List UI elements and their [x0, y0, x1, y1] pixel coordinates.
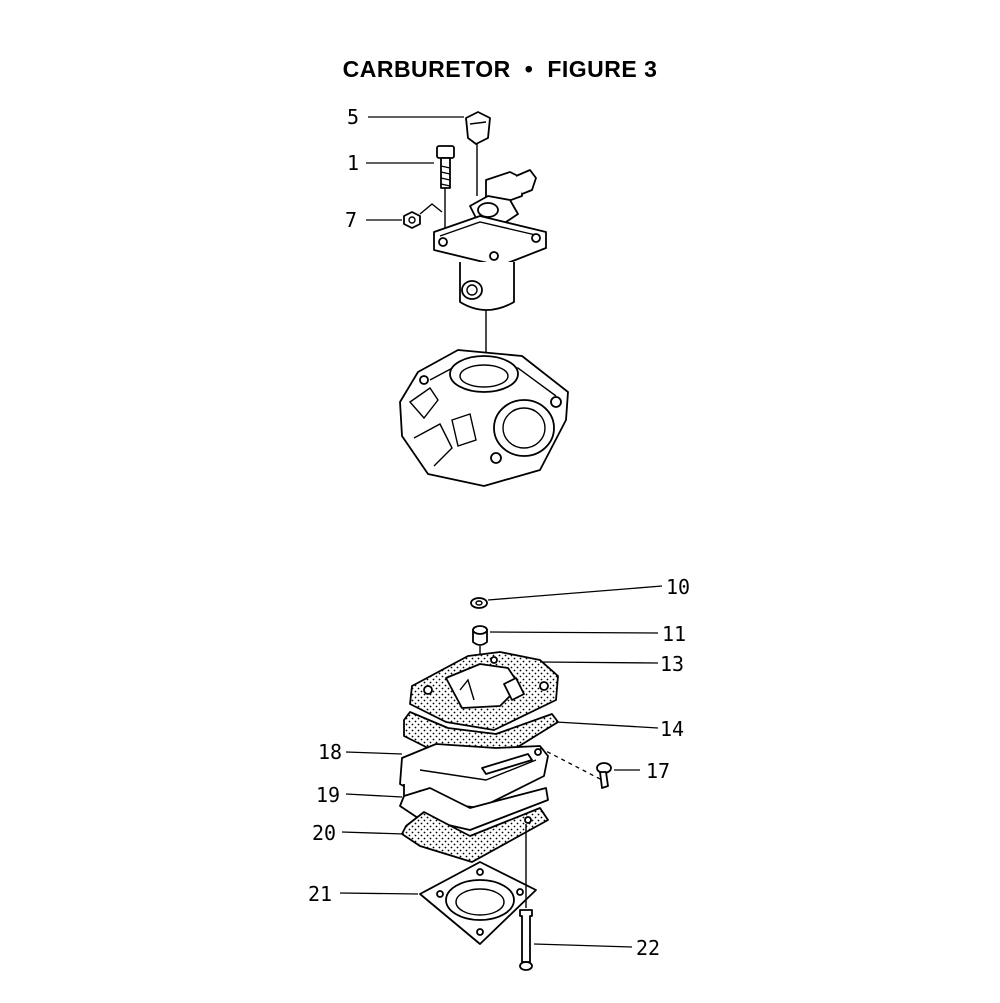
callout-17: 17	[646, 759, 670, 783]
title-right: FIGURE 3	[547, 56, 658, 82]
title-left: CARBURETOR	[342, 56, 511, 82]
leader-lines	[339, 116, 663, 948]
part-5-choke-knob	[465, 111, 491, 196]
part-1-bolt	[436, 145, 455, 228]
callout-7: 7	[345, 208, 357, 232]
callout-18: 18	[318, 740, 342, 764]
part-13-cover-plate	[409, 651, 559, 731]
callout-10: 10	[666, 575, 690, 599]
part-22-screw	[519, 824, 533, 971]
callout-19: 19	[316, 783, 340, 807]
callout-22: 22	[636, 936, 660, 960]
callout-5: 5	[347, 105, 359, 129]
part-10-washer	[470, 597, 488, 609]
callout-1: 1	[347, 151, 359, 175]
callout-14: 14	[660, 717, 684, 741]
callout-21: 21	[308, 882, 332, 906]
part-20-lower-gasket	[401, 807, 549, 863]
callout-11: 11	[662, 622, 686, 646]
carburetor-main-body	[399, 349, 569, 487]
callout-labels: 5 1 7 10 11 13 14 18 17 19 20 21 22	[308, 105, 690, 960]
part-17-screw	[539, 747, 612, 789]
part-7-nut	[403, 203, 443, 229]
title-separator: •	[524, 56, 534, 82]
upper-assembly	[399, 111, 569, 487]
callout-20: 20	[312, 821, 336, 845]
page-title: CARBURETOR • FIGURE 3	[0, 56, 1000, 83]
callout-13: 13	[660, 652, 684, 676]
choke-housing	[433, 169, 547, 370]
part-21-diaphragm-cover	[419, 861, 537, 945]
lower-assembly	[399, 597, 612, 971]
